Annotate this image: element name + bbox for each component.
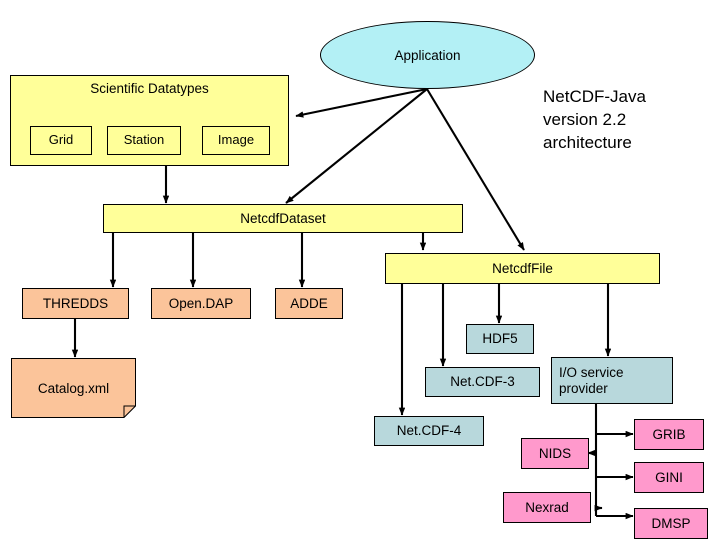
node-catalog-xml[interactable]: Catalog.xml [11,358,136,418]
node-nids-label: NIDS [538,445,572,461]
node-image-label: Image [217,132,255,148]
node-netcdf-file-label: NetcdfFile [492,260,553,276]
node-catalog-xml-label: Catalog.xml [37,380,110,396]
edge-application-to-scientific-datatypes [295,87,428,118]
node-thredds-label: THREDDS [42,295,109,311]
node-netcdf-dataset[interactable]: NetcdfDataset [103,204,463,233]
node-grib[interactable]: GRIB [634,419,704,450]
node-nexrad-label: Nexrad [525,499,569,515]
node-grid-label: Grid [48,132,74,148]
node-io-service-provider[interactable]: I/O service provider [551,357,673,404]
node-station-label: Station [123,132,165,148]
node-thredds[interactable]: THREDDS [22,288,129,319]
node-application-label: Application [394,47,461,63]
node-scientific-datatypes-label: Scientific Datatypes [90,81,209,96]
node-image[interactable]: Image [202,126,270,155]
node-netcdf-dataset-label: NetcdfDataset [240,210,326,226]
node-netcdf4[interactable]: Net.CDF-4 [374,416,484,446]
edge-application-to-netcdfdataset [285,88,428,204]
diagram-caption: NetCDF-Java version 2.2 architecture [543,87,646,152]
node-adde[interactable]: ADDE [275,288,343,319]
node-opendap-label: Open.DAP [168,295,234,311]
node-station[interactable]: Station [107,126,181,155]
node-nids[interactable]: NIDS [521,438,589,469]
node-opendap[interactable]: Open.DAP [151,288,251,319]
node-netcdf3-label: Net.CDF-3 [450,374,515,390]
node-dmsp-label: DMSP [651,515,691,531]
node-grib-label: GRIB [652,426,686,442]
node-application[interactable]: Application [320,21,535,89]
node-netcdf3[interactable]: Net.CDF-3 [425,367,540,397]
node-gini-label: GINI [655,469,683,485]
node-grid[interactable]: Grid [30,126,92,155]
node-nexrad[interactable]: Nexrad [503,492,591,523]
node-hdf5[interactable]: HDF5 [466,324,534,354]
node-netcdf4-label: Net.CDF-4 [396,423,462,439]
node-adde-label: ADDE [290,295,328,311]
node-hdf5-label: HDF5 [482,331,518,347]
catalog-xml-shape [11,358,136,418]
node-netcdf-file[interactable]: NetcdfFile [385,253,660,284]
node-dmsp[interactable]: DMSP [634,508,708,539]
node-gini[interactable]: GINI [634,462,704,493]
node-io-service-provider-label: I/O service provider [559,365,624,396]
